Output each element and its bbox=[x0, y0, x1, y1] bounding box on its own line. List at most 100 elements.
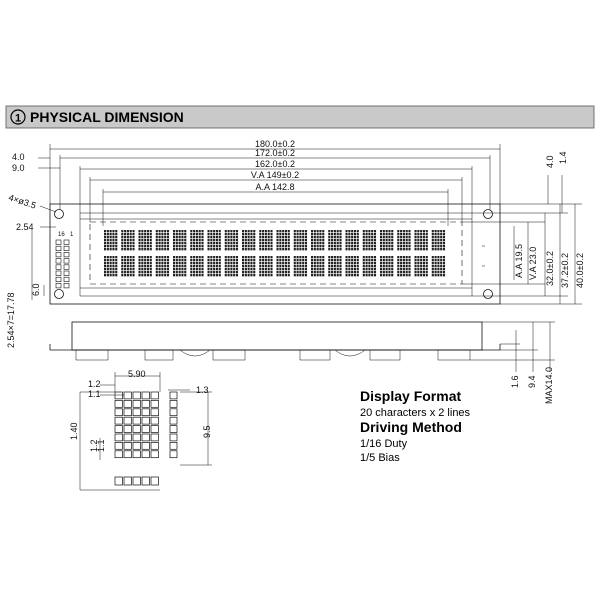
dim-viewing-area-height: V.A 23.0 bbox=[528, 247, 538, 280]
lcd-character-cell bbox=[224, 256, 239, 277]
lcd-character-cell bbox=[276, 230, 290, 251]
lcd-character-cell bbox=[259, 256, 273, 277]
char-detail-dot bbox=[132, 433, 141, 442]
connector-pin bbox=[63, 283, 70, 289]
char-detail-dot bbox=[132, 408, 141, 417]
adjacent-char-dot bbox=[169, 391, 178, 400]
char-detail-dot bbox=[132, 442, 141, 450]
mounting-hole-top-left bbox=[54, 209, 64, 219]
char-detail-dot bbox=[114, 408, 123, 417]
dim-right-4: 4.0 bbox=[545, 155, 555, 168]
lcd-character-cell bbox=[328, 230, 342, 251]
char-detail-dot bbox=[123, 425, 132, 433]
dim-overall-width: 180.0±0.2 bbox=[255, 139, 295, 149]
pin-one-label: 1 bbox=[70, 232, 74, 238]
dim-left-4: 4.0 bbox=[12, 152, 25, 162]
char-detail-dot bbox=[150, 391, 159, 400]
lcd-character-cell bbox=[138, 256, 152, 277]
char-detail-dot bbox=[141, 400, 150, 408]
lcd-character-cell bbox=[138, 230, 152, 251]
adjacent-char-dot bbox=[169, 416, 178, 425]
dim-char-gap: 1.3 bbox=[196, 385, 209, 395]
connector-pin bbox=[63, 258, 70, 264]
dim-char-height: 9.5 bbox=[202, 425, 212, 438]
lcd-character-cell bbox=[242, 230, 256, 251]
dim-bezel-height: 32.0±0.2 bbox=[545, 251, 555, 286]
adjacent-char-dot bbox=[169, 408, 178, 417]
lcd-character-cell bbox=[431, 256, 446, 277]
lcd-character-cell bbox=[345, 230, 359, 251]
dim-hole-diameter: 4×ø3.5 bbox=[7, 192, 37, 210]
dim-active-area-width: A.A 142.8 bbox=[255, 182, 294, 192]
char-detail-dot bbox=[141, 433, 150, 442]
cursor-row-dot bbox=[114, 476, 123, 486]
char-detail-dot bbox=[150, 450, 159, 459]
section-number: 1 bbox=[15, 113, 21, 125]
dim-char-detail-1-1-top: 1.1 bbox=[88, 389, 101, 399]
dim-overall-height: 40.0±0.2 bbox=[575, 253, 585, 288]
char-detail-dot bbox=[114, 391, 123, 400]
char-detail-dot bbox=[123, 400, 132, 408]
right-dimension-lines bbox=[462, 203, 582, 305]
lcd-character-cell bbox=[207, 256, 221, 277]
connector-pin bbox=[55, 258, 62, 264]
lcd-character-cell bbox=[173, 230, 187, 251]
lcd-character-cell bbox=[293, 256, 308, 277]
char-detail-dot bbox=[114, 400, 123, 408]
character-matrix-area bbox=[104, 230, 446, 277]
display-format-title: Display Format bbox=[360, 388, 461, 404]
char-detail-dot bbox=[132, 450, 141, 459]
lcd-character-cell bbox=[397, 230, 411, 251]
marker-bottom: ▫ bbox=[482, 263, 484, 270]
cursor-row-dot bbox=[141, 476, 150, 486]
lcd-character-cell bbox=[311, 230, 325, 251]
dim-bottom-offset: 6.0 bbox=[31, 283, 41, 296]
lcd-character-cell bbox=[190, 230, 204, 251]
char-detail-dot bbox=[141, 442, 150, 450]
char-detail-dot bbox=[114, 442, 123, 450]
lcd-character-cell bbox=[190, 256, 204, 277]
module-outline bbox=[49, 203, 501, 305]
dim-left-9: 9.0 bbox=[12, 163, 25, 173]
side-dimension-lines bbox=[470, 321, 555, 372]
lcd-character-cell bbox=[155, 256, 170, 277]
display-format-value: 20 characters x 2 lines bbox=[360, 407, 471, 419]
connector-pin bbox=[55, 245, 62, 251]
connector-pin bbox=[55, 283, 62, 289]
connector-pin bbox=[63, 245, 70, 251]
side-view-body bbox=[71, 321, 483, 351]
lcd-character-cell bbox=[328, 256, 342, 277]
char-detail-dot bbox=[150, 408, 159, 417]
connector-pin bbox=[55, 239, 62, 245]
connector-pin bbox=[63, 239, 70, 245]
char-detail-dot bbox=[114, 416, 123, 425]
char-detail-dot bbox=[150, 400, 159, 408]
char-detail-dot bbox=[123, 450, 132, 459]
char-detail-dot bbox=[150, 433, 159, 442]
adjacent-char-dot bbox=[169, 442, 178, 450]
char-detail-dot bbox=[150, 416, 159, 425]
char-detail-dot bbox=[132, 425, 141, 433]
dim-pin-pitch: 2.54 bbox=[16, 222, 34, 232]
connector-pin bbox=[63, 264, 70, 270]
char-detail-dimension-lines bbox=[79, 372, 212, 491]
char-detail-dot bbox=[132, 400, 141, 408]
lcd-character-cell bbox=[362, 256, 377, 277]
char-detail-dot bbox=[114, 425, 123, 433]
character-detail bbox=[114, 391, 178, 486]
lcd-character-cell bbox=[311, 256, 325, 277]
side-view-components bbox=[75, 349, 471, 361]
char-detail-dot bbox=[114, 433, 123, 442]
lcd-character-cell bbox=[173, 256, 187, 277]
dim-char-detail-1-40: 1.40 bbox=[69, 422, 79, 440]
cursor-row-dot bbox=[123, 476, 132, 486]
dim-body-height: 9.4 bbox=[527, 375, 537, 388]
marker-top: ▫ bbox=[482, 243, 484, 250]
char-detail-dot bbox=[123, 442, 132, 450]
char-detail-dot bbox=[150, 442, 159, 450]
char-detail-dot bbox=[123, 391, 132, 400]
connector-pin bbox=[55, 276, 62, 283]
dim-char-detail-1-1-side: 1.1 bbox=[96, 439, 106, 452]
adjacent-char-dot bbox=[169, 425, 178, 433]
lcd-character-cell bbox=[380, 256, 394, 277]
